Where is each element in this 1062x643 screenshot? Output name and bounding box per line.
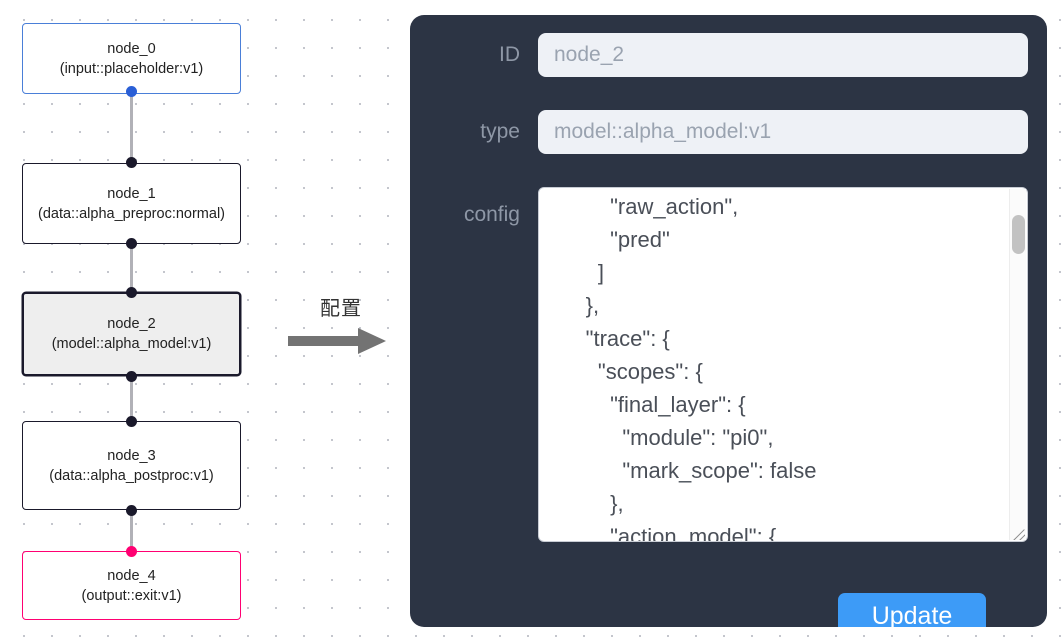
graph-node-label: node_0(input::placeholder:v1) [32,39,231,79]
graph-node-label: node_1(data::alpha_preproc:normal) [32,184,231,224]
type-label: type [480,120,520,143]
handle-node4-target[interactable] [126,546,137,557]
resize-grip-icon[interactable] [1009,524,1025,540]
arrow-caption: 配置 [320,296,362,320]
graph-node-node_3[interactable]: node_3(data::alpha_postproc:v1) [22,421,241,510]
node-title: node_4 [107,567,156,584]
right-arrow-icon [288,328,386,354]
node-title: node_3 [107,447,156,464]
id-input[interactable] [538,33,1028,77]
edge-node1-node2[interactable] [130,243,133,293]
node-title: node_1 [107,185,156,202]
handle-node2-target[interactable] [126,287,137,298]
config-textarea-wrapper: "raw_action", "pred" ] }, "trace": { "sc… [538,187,1028,542]
graph-node-label: node_2(model::alpha_model:v1) [33,314,230,354]
field-row-type: type [428,110,1047,154]
handle-node2-source[interactable] [126,371,137,382]
handle-node1-target[interactable] [126,157,137,168]
config-textarea[interactable]: "raw_action", "pred" ] }, "trace": { "sc… [538,187,1028,542]
graph-node-node_4[interactable]: node_4(output::exit:v1) [22,551,241,620]
field-row-id: ID [428,33,1047,77]
node-subtitle: (data::alpha_preproc:normal) [38,205,225,222]
edge-node3-node4[interactable] [130,510,133,550]
configure-arrow-group: 配置 [288,296,394,358]
node-title: node_2 [107,316,156,332]
edge-node0-node1[interactable] [130,92,133,164]
node-subtitle: (output::exit:v1) [81,587,182,604]
handle-node0-source[interactable] [126,86,137,97]
graph-node-node_2[interactable]: node_2(model::alpha_model:v1) [22,292,241,376]
graph-node-label: node_3(data::alpha_postproc:v1) [32,446,231,486]
config-scrollbar[interactable] [1009,189,1026,540]
node-title: node_0 [107,40,156,57]
node-subtitle: (input::placeholder:v1) [59,60,204,77]
type-input[interactable] [538,110,1028,154]
handle-node1-source[interactable] [126,238,137,249]
config-label: config [463,203,520,226]
handle-node3-target[interactable] [126,416,137,427]
handle-node3-source[interactable] [126,505,137,516]
node-subtitle: (model::alpha_model:v1) [51,336,212,352]
graph-node-node_1[interactable]: node_1(data::alpha_preproc:normal) [22,163,241,244]
node-config-panel: ID type config "raw_action", "pred" ] },… [410,15,1047,627]
id-label: ID [499,43,520,66]
graph-node-label: node_4(output::exit:v1) [32,566,231,606]
field-row-config: config "raw_action", "pred" ] }, "trace"… [428,187,1047,542]
config-scrollbar-thumb[interactable] [1012,215,1025,254]
edge-node2-node3[interactable] [130,375,133,422]
graph-node-node_0[interactable]: node_0(input::placeholder:v1) [22,23,241,94]
node-subtitle: (data::alpha_postproc:v1) [49,467,214,484]
update-button[interactable]: Update [838,593,986,627]
